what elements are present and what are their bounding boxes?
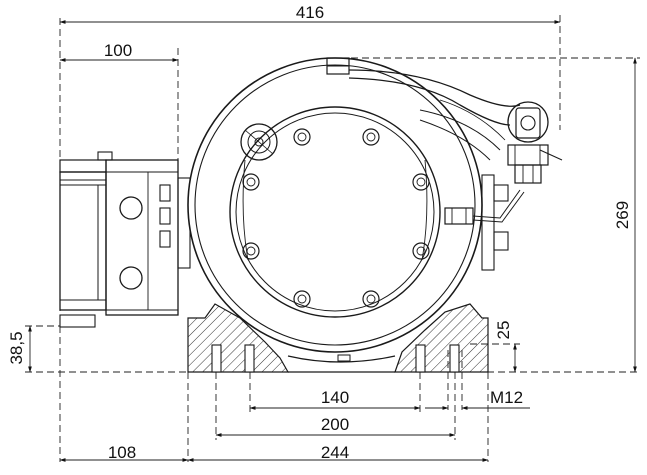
- right-side-fittings: [444, 174, 525, 271]
- bolt-icon: [412, 242, 430, 260]
- dim-bolt-spacing-mid: 200: [321, 415, 349, 434]
- dim-offset-left: 108: [108, 443, 136, 462]
- bolt-icon: [293, 290, 311, 308]
- dim-thread: M12: [490, 388, 523, 407]
- bolt-icon: [362, 290, 380, 308]
- cover-bolts: [242, 128, 430, 308]
- bolt-icon: [242, 242, 260, 260]
- bolt-icon: [242, 173, 260, 191]
- bolt-icon: [362, 128, 380, 146]
- dim-overall-height: 269: [613, 201, 632, 229]
- dim-foot-height-right: 25: [494, 321, 513, 340]
- main-housing: [187, 57, 483, 353]
- dim-foot-height-left: 38,5: [7, 331, 26, 364]
- hose-assembly: [326, 57, 563, 184]
- dimension-lines: [28, 20, 637, 462]
- dim-bracket-width: 100: [104, 41, 132, 60]
- dim-overall-width: 416: [296, 3, 324, 22]
- pressure-gauge-icon: [240, 123, 278, 161]
- dim-base-width: 244: [321, 443, 349, 462]
- bolt-icon: [293, 128, 311, 146]
- left-mount-bracket: [59, 151, 191, 328]
- dim-bolt-spacing-inner: 140: [321, 388, 349, 407]
- bolt-icon: [412, 173, 430, 191]
